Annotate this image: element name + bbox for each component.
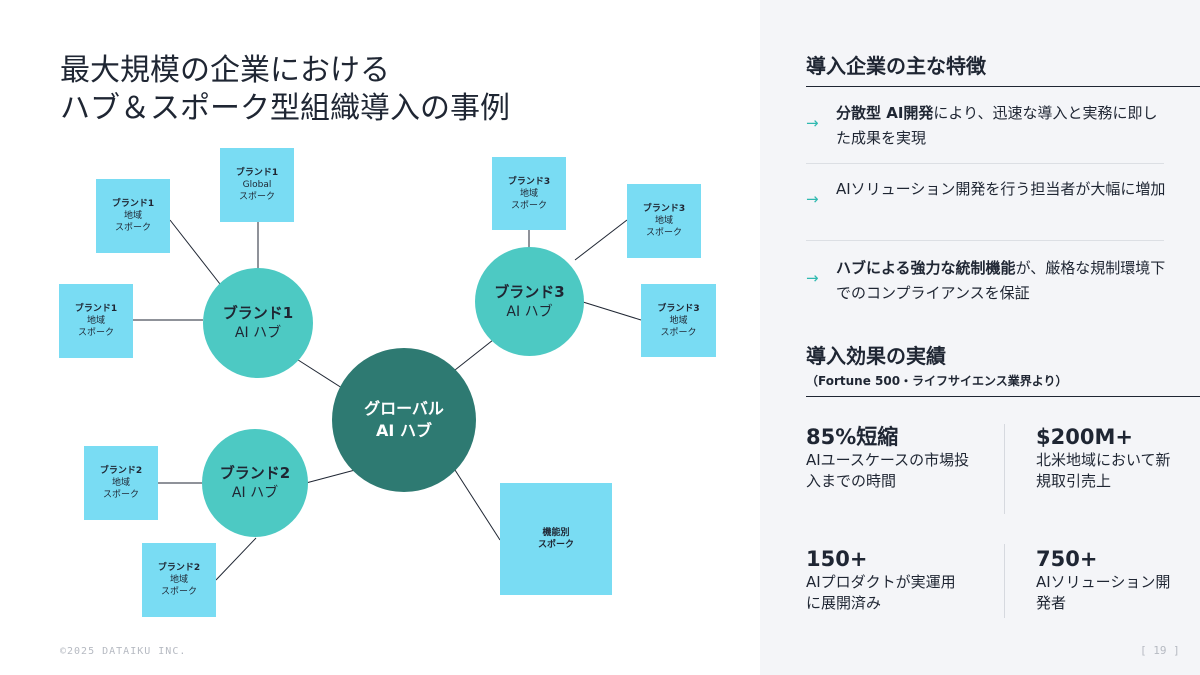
feature-item: → 分散型 AI開発により、迅速な導入と実務に即した成果を実現 [806, 101, 1164, 157]
stat-divider [1004, 544, 1005, 618]
results-heading-rule [806, 396, 1200, 397]
summary-panel [760, 0, 1200, 675]
feature-body: AIソリューション開発を行う担当者が大幅に増加 [836, 180, 1166, 198]
arrow-right-icon: → [806, 269, 819, 287]
arrow-right-icon: → [806, 114, 819, 132]
spoke-brand-label: ブランド3 [657, 303, 700, 314]
spoke-label: スポーク [77, 328, 114, 338]
connector-b3-regional-c [582, 301, 642, 321]
spoke-brand1-global: ブランド1 Global スポーク [220, 148, 294, 222]
stat-developers: 750+ AIソリューション開発者 [1036, 546, 1176, 614]
stat-time-reduction: 85%短縮 AIユースケースの市場投入までの時間 [806, 424, 976, 492]
spoke-label: スポーク [114, 223, 151, 233]
spoke-label: スポーク [645, 228, 682, 238]
connector-b3-regional-b [574, 219, 628, 261]
spoke-label: スポーク [510, 200, 547, 211]
spoke-type-label: 地域 [123, 211, 142, 221]
feature-text: AIソリューション開発を行う担当者が大幅に増加 [836, 177, 1166, 202]
connector-b1-regional-a [169, 219, 221, 285]
hub-brand1: ブランド1 AI ハブ [203, 268, 313, 378]
results-subheading: （Fortune 500・ライフサイエンス業界より） [806, 374, 1068, 388]
spoke-brand-label: ブランド3 [642, 204, 686, 214]
connector-lines [133, 219, 642, 581]
spoke-type-label: 地域 [86, 316, 105, 326]
stat-revenue: $200M+ 北米地域において新規取引売上 [1036, 424, 1176, 492]
feature-item: → ハブによる強力な統制機能が、厳格な規制環境下でのコンプライアンスを保証 [806, 256, 1166, 312]
spoke-type-label: Global [242, 180, 272, 190]
feature-item: → AIソリューション開発を行う担当者が大幅に増加 [806, 177, 1166, 233]
hub-brand-label: ブランド2 [219, 464, 291, 482]
spoke-brand2-regional-a: ブランド2 地域 スポーク [84, 446, 158, 520]
stat-desc: AIユースケースの市場投入までの時間 [806, 451, 970, 490]
spoke-functional: 機能別 スポーク [500, 483, 612, 595]
features-heading-rule [806, 86, 1200, 87]
spoke-type-label: 地域 [654, 216, 673, 226]
hub-type-label: AI ハブ [506, 303, 553, 320]
feature-body: が、厳格な規制環境下でのコンプライアンスを保証 [836, 259, 1166, 302]
stat-products: 150+ AIプロダクトが実運用に展開済み [806, 546, 956, 614]
spoke-brand-label: ブランド3 [507, 176, 551, 187]
feature-body: により、迅速な導入と実務に即した成果を実現 [836, 104, 1158, 147]
stat-desc: 北米地域において新規取引売上 [1036, 451, 1171, 490]
stat-divider [1004, 424, 1005, 514]
copyright: ©2025 DATAIKU INC. [60, 646, 187, 657]
connector-global-brand3 [454, 339, 494, 371]
spoke-brand2-regional-b: ブランド2 地域 スポーク [142, 543, 216, 617]
spoke-label: スポーク [102, 490, 139, 500]
spoke-label: スポーク [160, 587, 197, 597]
spoke-brand3-regional-c: ブランド3 地域 スポーク [641, 284, 716, 357]
hub-brand2: ブランド2 AI ハブ [202, 429, 308, 537]
spoke-type-label: 地域 [519, 188, 538, 199]
hub-brand-label: ブランド3 [494, 282, 565, 301]
feature-text: ハブによる強力な統制機能が、厳格な規制環境下でのコンプライアンスを保証 [836, 256, 1166, 306]
spoke-brand1-regional-a: ブランド1 地域 スポーク [96, 179, 170, 253]
stat-desc: AIプロダクトが実運用に展開済み [806, 573, 956, 612]
results-heading: 導入効果の実績 [806, 344, 946, 368]
features-heading: 導入企業の主な特徴 [806, 54, 986, 78]
stat-value: 150+ [806, 547, 868, 571]
arrow-right-icon: → [806, 190, 819, 208]
hub-type-label: AI ハブ [234, 325, 282, 341]
spoke-brand3-regional-b: ブランド3 地域 スポーク [627, 184, 701, 258]
stat-value: 85%短縮 [806, 425, 899, 449]
hub-global-type-label: AI ハブ [376, 421, 432, 440]
feature-text: 分散型 AI開発により、迅速な導入と実務に即した成果を実現 [836, 101, 1166, 151]
spoke-brand1-regional-b: ブランド1 地域 スポーク [59, 284, 133, 358]
spoke-brand-label: ブランド2 [157, 563, 201, 573]
spoke-brand-label: ブランド1 [235, 168, 279, 178]
stat-value: 750+ [1036, 547, 1098, 571]
spoke-label: スポーク [238, 192, 275, 202]
spoke-label: スポーク [660, 327, 697, 338]
page-number: [ 19 ] [1140, 644, 1180, 657]
title-line-1: 最大規模の企業における [60, 53, 390, 88]
connector-global-brand2 [305, 469, 356, 484]
feature-divider [806, 240, 1164, 241]
feature-bold: 分散型 AI開発 [836, 104, 934, 122]
spoke-brand-label: ブランド1 [74, 304, 118, 314]
spoke-function-label: 機能別 [542, 528, 570, 538]
spoke-brand-label: ブランド2 [99, 466, 143, 476]
spoke-type-label: 地域 [669, 315, 688, 326]
connector-b2-regional-b [215, 537, 257, 581]
hub-global-label: グローバル [364, 399, 444, 418]
spoke-label: スポーク [537, 540, 574, 550]
hub-type-label: AI ハブ [231, 485, 279, 501]
diagram-panel: 最大規模の企業における ハブ＆スポーク型組織導入の事例 ブランド1 Global… [59, 52, 716, 657]
stat-desc: AIソリューション開発者 [1036, 573, 1171, 612]
page-title: 最大規模の企業における ハブ＆スポーク型組織導入の事例 [60, 52, 510, 128]
spoke-type-label: 地域 [111, 478, 130, 488]
hub-brand3: ブランド3 AI ハブ [475, 247, 584, 356]
connector-global-brand1 [294, 357, 343, 389]
hub-brand-label: ブランド1 [222, 304, 294, 322]
spoke-brand3-regional-a: ブランド3 地域 スポーク [492, 157, 566, 230]
feature-bold: ハブによる強力な統制機能 [836, 259, 1016, 277]
spoke-type-label: 地域 [169, 575, 188, 585]
feature-divider [806, 163, 1164, 164]
spoke-brand-label: ブランド1 [111, 199, 155, 209]
stat-value: $200M+ [1036, 425, 1133, 449]
hub-global: グローバル AI ハブ [332, 348, 476, 492]
connector-global-functional [454, 469, 501, 541]
title-line-2: ハブ＆スポーク型組織導入の事例 [60, 91, 510, 126]
